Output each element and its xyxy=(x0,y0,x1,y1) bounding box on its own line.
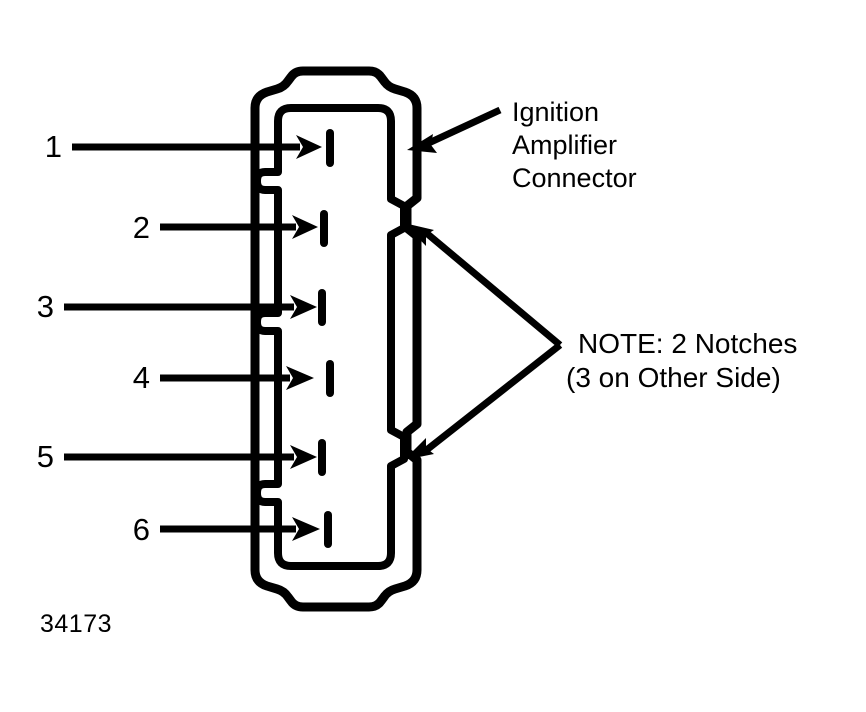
connector-inner-body xyxy=(253,104,408,570)
pin-label-5: 5 xyxy=(36,439,54,474)
connector-label-leader xyxy=(407,106,502,153)
pin-leader-3 xyxy=(64,295,317,319)
pin-leader-5 xyxy=(64,445,317,469)
pin-leader-lines xyxy=(64,135,322,541)
pin-label-3: 3 xyxy=(36,289,54,324)
pin-leader-6 xyxy=(160,517,320,541)
pin-label-4: 4 xyxy=(132,360,150,395)
pin-leader-1 xyxy=(72,135,322,159)
pin-label-6: 6 xyxy=(132,512,150,547)
pin-terminals xyxy=(318,129,334,548)
note-line-1: NOTE: 2 Notches xyxy=(578,328,798,359)
pin-leader-4 xyxy=(160,366,314,390)
pin-leader-2 xyxy=(160,215,318,239)
pin-label-2: 2 xyxy=(132,210,150,245)
connector-name-line-2: Amplifier xyxy=(512,130,618,160)
connector-name-line-3: Connector xyxy=(512,163,637,193)
pin-label-1: 1 xyxy=(44,129,62,164)
note-callout: NOTE: 2 Notches (3 on Other Side) xyxy=(566,327,798,395)
connector-outer-shell xyxy=(250,66,422,612)
note-label-leaders xyxy=(404,223,563,460)
note-line-2: (3 on Other Side) xyxy=(566,362,781,393)
figure-id-number: 34173 xyxy=(40,610,113,638)
connector-name-callout: Ignition Amplifier Connector xyxy=(512,96,637,195)
connector-name-line-1: Ignition xyxy=(512,97,600,127)
